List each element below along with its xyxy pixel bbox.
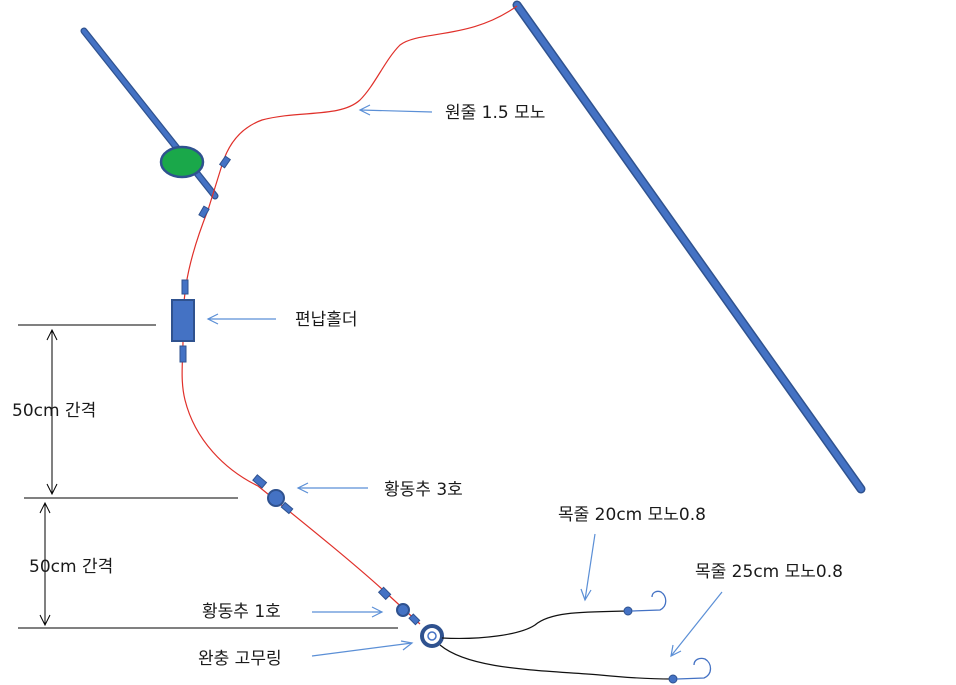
stopper-bead [252,474,268,489]
pointer-arrow-ring [311,640,414,657]
pointer-arrow-sinker3 [296,482,368,494]
stopper-bead [280,501,294,515]
stopper-bead [198,205,210,219]
dimension-arrow-top [46,328,58,496]
label-sinker-holder: 편납홀더 [295,310,358,330]
stopper-bead [179,345,187,363]
stopper-bead [377,586,392,601]
leader-line-20 [441,610,629,639]
brass-sinker-3 [267,489,285,507]
fishing-hook-20 [631,590,667,612]
label-spacing-bottom: 50cm 간격 [29,557,114,577]
fishing-hook-25 [676,657,712,680]
label-brass-sinker-3: 황동추 3호 [384,480,463,500]
label-leader-20: 목줄 20cm 모노0.8 [558,505,706,525]
float-bobber [159,145,205,179]
hook-knot-25 [668,674,678,684]
label-leader-25: 목줄 25cm 모노0.8 [695,562,843,582]
hook-knot-20 [623,606,633,616]
pointer-arrow-main-line [358,104,433,116]
stopper-bead [218,155,232,169]
pointer-arrow-leader25 [670,591,723,658]
leader-line-25 [439,644,673,680]
main-line [181,5,518,625]
brass-sinker-1 [396,603,410,617]
sinker-holder [171,299,195,342]
label-cushion-ring: 완충 고무링 [198,649,282,669]
stopper-bead [408,613,421,626]
pointer-arrow-leader20 [580,533,596,602]
pointer-arrow-sinker1 [312,606,384,618]
label-spacing-top: 50cm 간격 [12,401,97,421]
label-main-line: 원줄 1.5 모노 [445,103,546,123]
dimension-arrow-bottom [39,501,51,627]
pointer-arrow-holder [206,313,276,325]
stopper-bead [181,279,189,295]
label-brass-sinker-1: 황동추 1호 [202,602,281,622]
